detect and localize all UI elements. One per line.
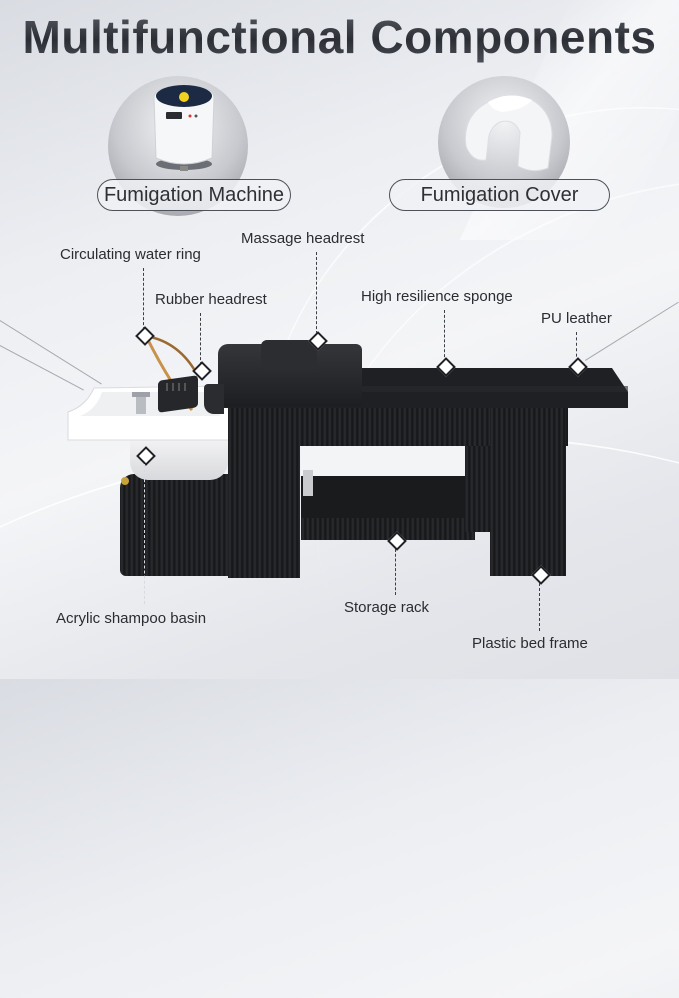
leader-line <box>444 310 445 362</box>
callout-pu-leather: PU leather <box>541 310 612 327</box>
bed-leg-inner <box>465 446 493 532</box>
bed-drape <box>204 384 224 414</box>
callout-massage-headrest: Massage headrest <box>241 230 365 247</box>
callout-plastic-bed-frame: Plastic bed frame <box>472 635 588 652</box>
leader-line <box>143 268 144 330</box>
hose-fitting <box>121 477 129 485</box>
rubber-headrest-holes <box>166 383 190 391</box>
leader-line <box>316 252 317 334</box>
shelf-opening <box>301 446 469 476</box>
storage-rack-under <box>301 540 475 578</box>
storage-rack <box>301 476 493 520</box>
fumigation-machine-label: Fumigation Machine <box>97 179 291 211</box>
fumigation-cover-image <box>448 86 564 176</box>
leader-line <box>539 583 540 631</box>
bed-leg-right <box>490 402 566 576</box>
fumigation-cover-label: Fumigation Cover <box>389 179 610 211</box>
fumigation-machine-on-rack <box>303 470 313 496</box>
callout-storage-rack: Storage rack <box>344 599 430 616</box>
basin-cabinet <box>120 474 232 576</box>
leader-line <box>200 313 201 365</box>
leader-line <box>144 464 145 604</box>
massage-headrest-cushion <box>261 340 317 370</box>
fumigation-machine-image <box>148 80 220 171</box>
rubber-headrest <box>158 375 198 413</box>
callout-circulating-water-ring: Circulating water ring <box>60 246 201 263</box>
callout-high-resilience-sponge: High resilience sponge <box>361 288 513 305</box>
callout-rubber-headrest: Rubber headrest <box>155 291 267 308</box>
storage-rack-front <box>301 518 475 540</box>
page-title: Multifunctional Components <box>0 10 679 64</box>
callout-acrylic-shampoo-basin: Acrylic shampoo basin <box>56 610 207 627</box>
leader-line <box>576 332 577 362</box>
leader-line <box>395 549 396 595</box>
